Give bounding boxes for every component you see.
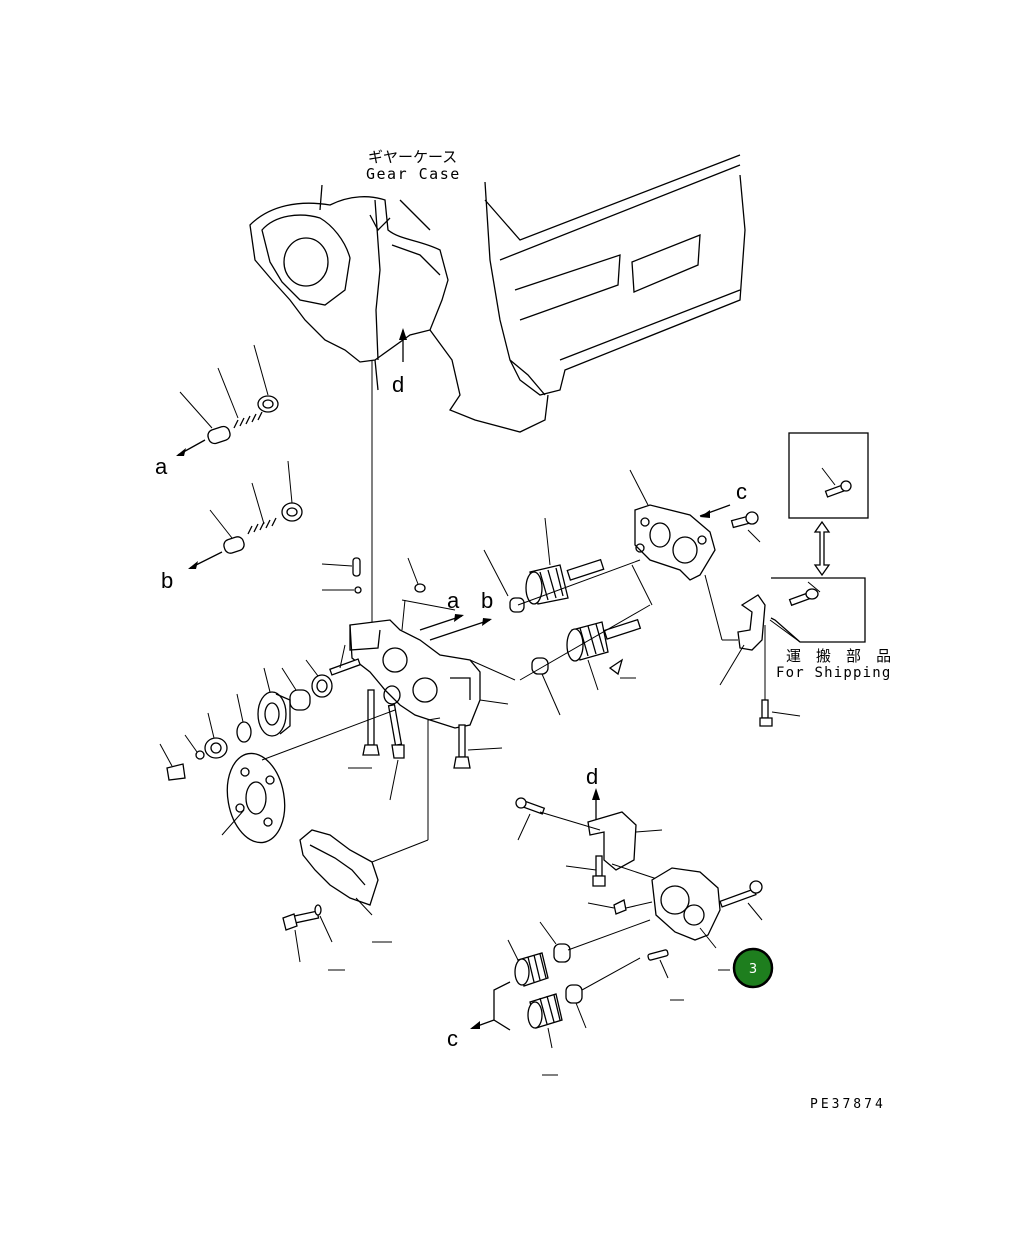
part-code: PE37874 — [810, 1097, 886, 1112]
gear-case-label-en: Gear Case — [366, 165, 461, 183]
relief-valve-assembly-a — [176, 344, 279, 456]
pump-gears — [483, 517, 651, 716]
ref-label-a-mid: a — [447, 588, 460, 613]
gear-case — [249, 154, 746, 433]
shipping-label-jp: 運 搬 部 品 — [786, 647, 894, 665]
oil-pump-body — [321, 557, 516, 801]
ref-label-b-mid: b — [481, 588, 493, 613]
relief-valve-assembly-b — [188, 460, 303, 569]
ref-label-b-left: b — [161, 568, 173, 593]
ref-label-d-bottom: d — [586, 764, 598, 789]
ref-label-c-right: c — [736, 479, 747, 504]
ref-label-c-bottom: c — [447, 1026, 458, 1051]
reference-arrow-d-top — [371, 328, 407, 640]
ref-label-a-left: a — [155, 454, 168, 479]
gear-train — [159, 644, 396, 844]
pump-cover-c — [629, 469, 761, 641]
gear-case-label-jp: ギヤーケース — [368, 148, 457, 166]
callout-badge-number: 3 — [749, 962, 757, 977]
lower-pump-assembly — [470, 788, 763, 1076]
shipping-label-en: For Shipping — [776, 665, 892, 681]
shipping-callout — [769, 432, 869, 643]
callout-badge[interactable]: 3 — [732, 947, 774, 989]
strainer-cover — [282, 717, 441, 971]
shipping-bracket — [719, 594, 801, 727]
ref-label-d-top: d — [392, 372, 404, 397]
